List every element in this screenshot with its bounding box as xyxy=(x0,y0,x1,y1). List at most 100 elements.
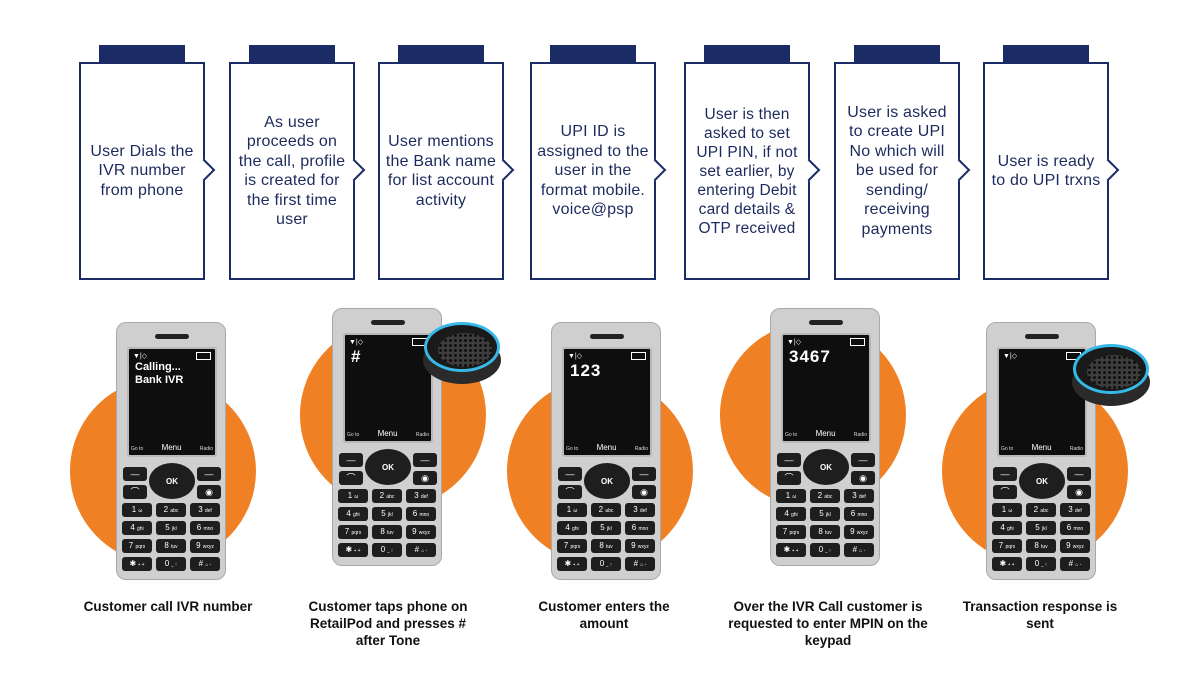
key-digit: 9 xyxy=(412,527,419,536)
key-letters: jkl xyxy=(606,526,612,532)
key-letters: ⌂ ◦ xyxy=(1075,562,1082,568)
step-text: UPI ID is assigned to the user in the fo… xyxy=(537,123,649,219)
key-digit: 3 xyxy=(852,491,859,500)
keypad-key: ✱ ▪ + xyxy=(776,543,806,557)
keypad-key: 0 ⎵ ↑ xyxy=(372,543,402,557)
keypad-key: 1 ω xyxy=(776,489,806,503)
end-call-key-icon: ◉ xyxy=(851,471,875,485)
tab-marker-icon xyxy=(550,45,636,62)
battery-icon xyxy=(631,352,646,360)
key-letters: ghi xyxy=(352,512,360,518)
key-digit: 6 xyxy=(196,523,204,532)
key-digit: 9 xyxy=(850,527,857,536)
key-letters: jkl xyxy=(171,526,177,532)
key-digit: ✱ xyxy=(345,545,355,554)
step-card-2: As user proceeds on the call, profile is… xyxy=(229,45,366,280)
status-bar: ▼|◇ xyxy=(787,338,865,346)
keypad-key: 8 tuv xyxy=(810,525,840,539)
status-bar: ▼|◇ xyxy=(133,352,211,360)
step-card-4: UPI ID is assigned to the user in the fo… xyxy=(530,45,667,280)
softkey-left-label: Go to xyxy=(347,432,360,438)
keypad-key: 5 jkl xyxy=(156,521,186,535)
keypad-key: 3 def xyxy=(406,489,436,503)
keypad-key: 5 jkl xyxy=(1026,521,1056,535)
key-letters: ω xyxy=(573,508,578,514)
step-card-7: User is ready to do UPI trxns xyxy=(983,45,1120,280)
key-digit: 5 xyxy=(819,509,826,518)
entered-digits: 3467 xyxy=(789,347,831,366)
key-letters: mno xyxy=(1073,526,1084,532)
keypad-key: 8 tuv xyxy=(591,539,621,553)
caption-5: Transaction response is sent xyxy=(962,599,1118,631)
softkey-right-button: — xyxy=(413,453,437,467)
keypad-key: ✱ ▪ + xyxy=(122,557,152,571)
key-digit: 1 xyxy=(131,505,139,514)
key-letters: mno xyxy=(419,512,430,518)
ok-button: OK xyxy=(1019,463,1065,499)
key-letters: ⌂ ◦ xyxy=(640,562,647,568)
softkey-right-button: — xyxy=(851,453,875,467)
calling-text: Calling...Bank IVR xyxy=(135,361,183,387)
caption-1: Customer call IVR number xyxy=(83,599,253,614)
key-letters: ⎵ ↑ xyxy=(825,548,832,554)
status-bar: ▼|◇ xyxy=(349,338,427,346)
keypad-key: 6 mno xyxy=(625,521,655,535)
end-call-key-icon: ◉ xyxy=(632,485,656,499)
step-text: User is ready to do UPI trxns xyxy=(991,152,1101,190)
key-digit: ✱ xyxy=(129,559,139,568)
key-digit: 5 xyxy=(165,523,172,532)
key-digit: 8 xyxy=(599,541,606,550)
key-digit: # xyxy=(852,545,860,554)
key-digit: 2 xyxy=(1033,505,1041,514)
key-letters: ▪ + xyxy=(354,548,361,554)
calling-line-2: Bank IVR xyxy=(135,374,184,386)
signal-icon: ▼|◇ xyxy=(1003,353,1018,360)
keypad-key: 7 pqrs xyxy=(776,525,806,539)
softkey-left-button: — xyxy=(993,467,1017,481)
key-letters: mno xyxy=(857,512,868,518)
key-digit: 0 xyxy=(599,559,607,568)
tab-marker-icon xyxy=(704,45,790,62)
keypad-key: 3 def xyxy=(844,489,874,503)
softkey-left-label: Go to xyxy=(1001,446,1014,452)
keypad-key: 7 pqrs xyxy=(122,539,152,553)
softkey-left-label: Go to xyxy=(785,432,798,438)
ok-button: OK xyxy=(584,463,630,499)
key-letters: ghi xyxy=(1006,526,1014,532)
keypad-key: 2 abc xyxy=(1026,503,1056,517)
ok-button: OK xyxy=(365,449,411,485)
softkey-center-label: Menu xyxy=(377,429,398,438)
softkey-right-label: Radio xyxy=(1069,446,1083,452)
keypad-key: 6 mno xyxy=(1060,521,1090,535)
keypad-key: 0 ⎵ ↑ xyxy=(156,557,186,571)
tab-marker-icon xyxy=(854,45,940,62)
keypad-key: 9 wxyz xyxy=(844,525,874,539)
step-text: User mentions the Bank name for list acc… xyxy=(385,133,497,209)
key-letters: ⎵ ↑ xyxy=(606,562,613,568)
earpiece xyxy=(590,334,624,339)
softkey-left-button: — xyxy=(339,453,363,467)
step-text: User is then asked to set UPI PIN, if no… xyxy=(696,105,798,237)
calling-line-1: Calling... xyxy=(135,361,181,373)
call-key-icon: ⌒ xyxy=(123,485,147,499)
earpiece xyxy=(1025,334,1059,339)
signal-icon: ▼|◇ xyxy=(349,339,364,346)
key-letters: ⌂ ◦ xyxy=(421,548,428,554)
softkey-left-button: — xyxy=(123,467,147,481)
key-letters: ω xyxy=(1008,508,1013,514)
keypad-key: 4 ghi xyxy=(776,507,806,521)
key-digit: 0 xyxy=(818,545,826,554)
status-bar: ▼|◇ xyxy=(568,352,646,360)
key-digit: 5 xyxy=(381,509,388,518)
key-digit: 8 xyxy=(164,541,171,550)
end-call-key-icon: ◉ xyxy=(197,485,221,499)
softkey-left-label: Go to xyxy=(131,446,144,452)
battery-icon xyxy=(196,352,211,360)
key-digit: # xyxy=(1068,559,1076,568)
key-letters: ⎵ ↑ xyxy=(171,562,178,568)
